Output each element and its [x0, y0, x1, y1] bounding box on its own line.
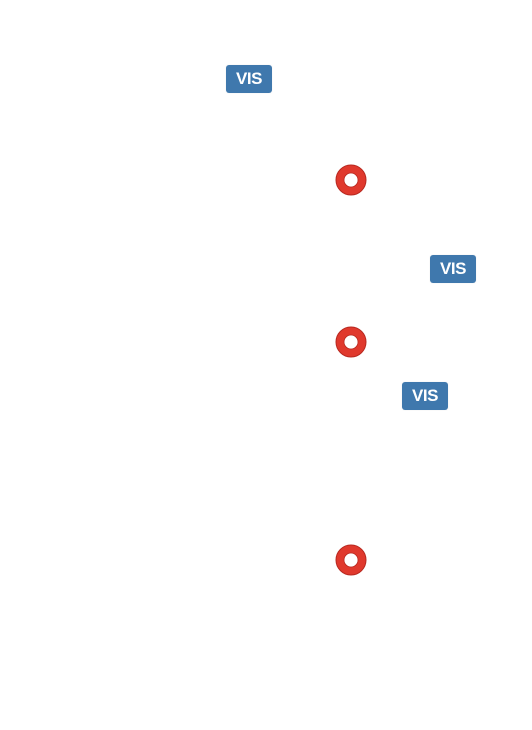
vis-badge-3-label: VIS — [412, 386, 438, 405]
vis-badge-2-label: VIS — [440, 259, 466, 278]
ring-marker-2[interactable] — [335, 326, 367, 358]
ring-marker-1[interactable] — [335, 164, 367, 196]
vis-badge-1[interactable]: VIS — [226, 65, 272, 93]
ring-marker-icon — [335, 544, 367, 576]
vis-badge-3[interactable]: VIS — [402, 382, 448, 410]
ring-marker-icon — [335, 164, 367, 196]
ring-marker-3[interactable] — [335, 544, 367, 576]
vis-badge-1-label: VIS — [236, 69, 262, 88]
ring-marker-icon — [335, 326, 367, 358]
vis-badge-2[interactable]: VIS — [430, 255, 476, 283]
